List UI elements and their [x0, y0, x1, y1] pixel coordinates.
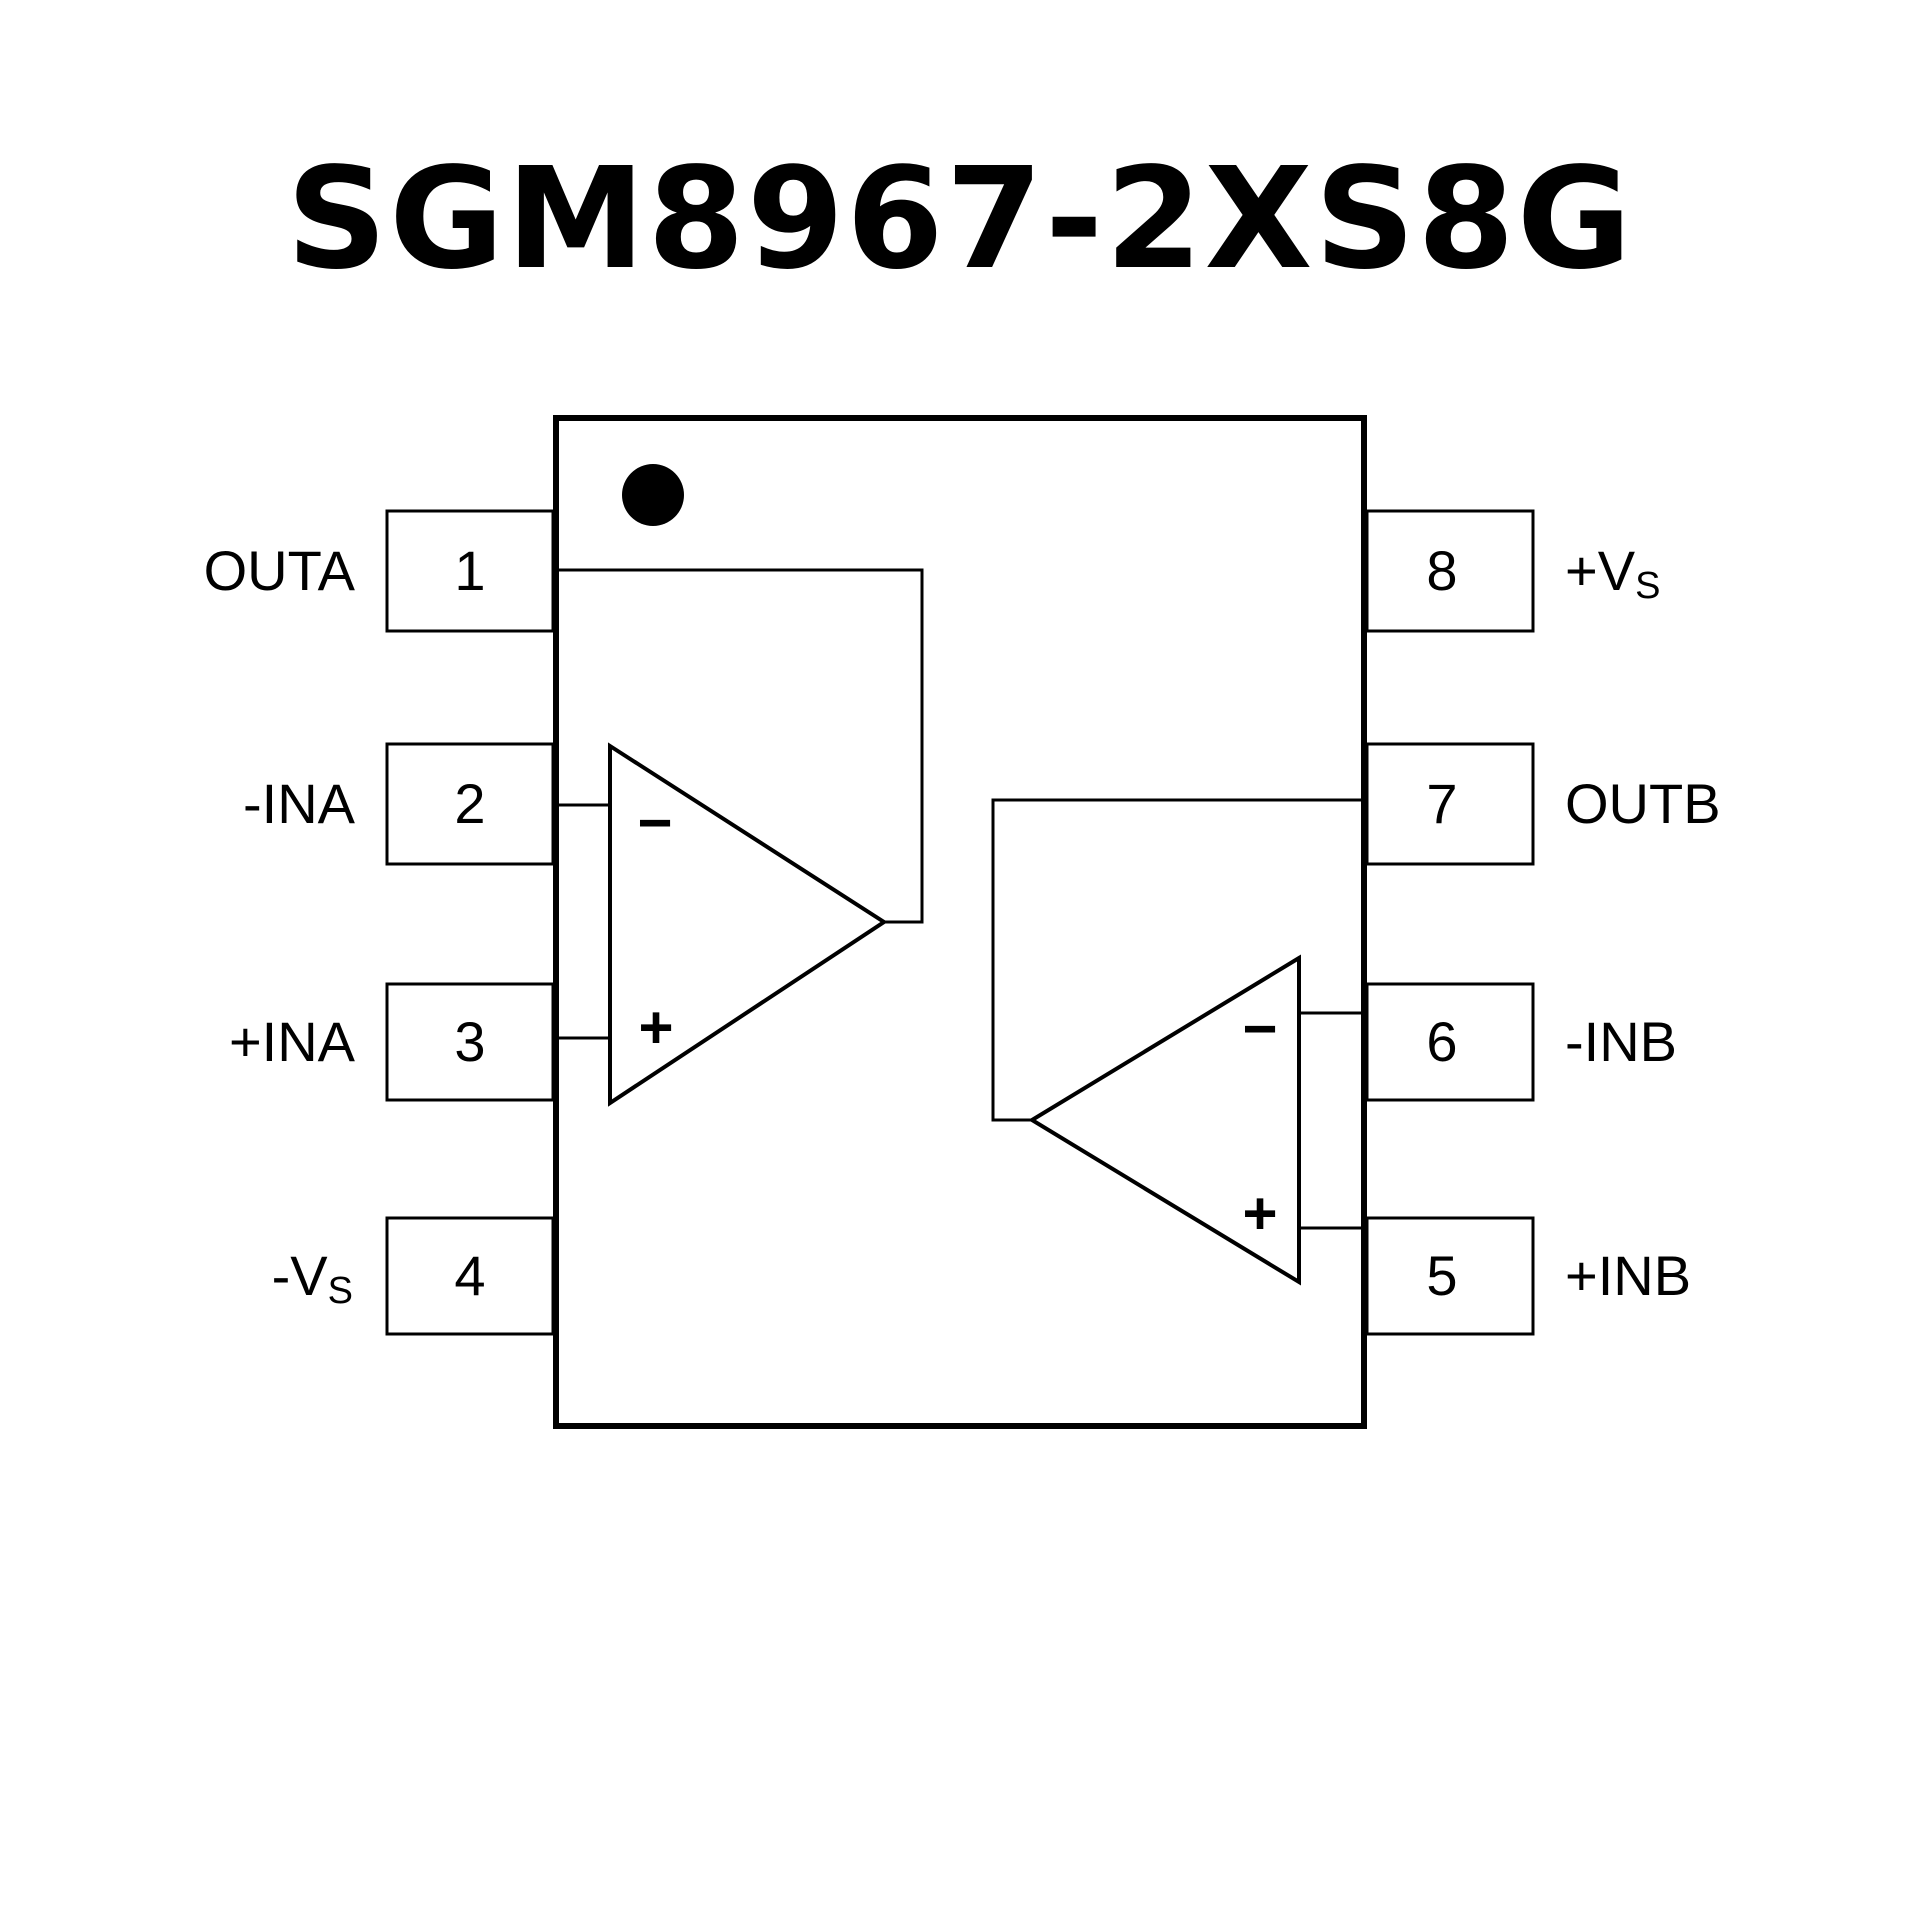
pin-6-number: 6	[1426, 1010, 1457, 1073]
pin-1[interactable]: 1 OUTA	[204, 509, 555, 633]
pin-7-number: 7	[1426, 772, 1457, 835]
pin-5[interactable]: 5 +INB	[1365, 1216, 1691, 1336]
pin-2-number: 2	[454, 772, 485, 835]
pin-4-number: 4	[454, 1244, 485, 1307]
pin-4-label: -VS	[272, 1244, 353, 1312]
op-amp-a-plus-sign: +	[638, 994, 673, 1061]
op-amp-b: − +	[991, 798, 1361, 1286]
pin-8-number: 8	[1426, 539, 1457, 602]
pin-2-label: -INA	[243, 772, 356, 835]
pin-5-number: 5	[1426, 1244, 1457, 1307]
pin-8-label: +VS	[1565, 539, 1660, 607]
pin-3-number: 3	[454, 1010, 485, 1073]
op-amp-a-triangle	[608, 742, 888, 1107]
pin-7[interactable]: 7 OUTB	[1365, 742, 1721, 866]
pin-7-label: OUTB	[1565, 772, 1721, 835]
pin-1-number: 1	[454, 539, 485, 602]
pin-1-label: OUTA	[204, 539, 356, 602]
pin-6[interactable]: 6 -INB	[1365, 982, 1677, 1102]
part-number-title: SGM8967-2XS8G	[286, 138, 1634, 301]
op-amp-b-minus-sign: −	[1242, 995, 1277, 1062]
pin-4-box	[385, 1216, 555, 1336]
pin1-indicator-dot-icon	[622, 464, 684, 526]
pin-4[interactable]: 4 -VS	[272, 1216, 555, 1336]
pin-6-label: -INB	[1565, 1010, 1677, 1073]
pin-5-label: +INB	[1565, 1244, 1691, 1307]
op-amp-a-feedback-wire	[559, 568, 924, 924]
pin-7-box	[1365, 742, 1535, 866]
pin-1-box	[385, 509, 555, 633]
pin-2[interactable]: 2 -INA	[243, 742, 555, 866]
pin-3[interactable]: 3 +INA	[229, 982, 555, 1102]
op-amp-a: − +	[559, 568, 924, 1107]
pin-3-label: +INA	[229, 1010, 356, 1073]
op-amp-b-triangle	[1028, 954, 1301, 1286]
pin-2-box	[385, 742, 555, 866]
op-amp-b-plus-sign: +	[1242, 1180, 1277, 1247]
pin-8[interactable]: 8 +VS	[1365, 509, 1660, 633]
op-amp-a-minus-sign: −	[637, 789, 672, 856]
op-amp-b-feedback-wire	[991, 798, 1361, 1122]
